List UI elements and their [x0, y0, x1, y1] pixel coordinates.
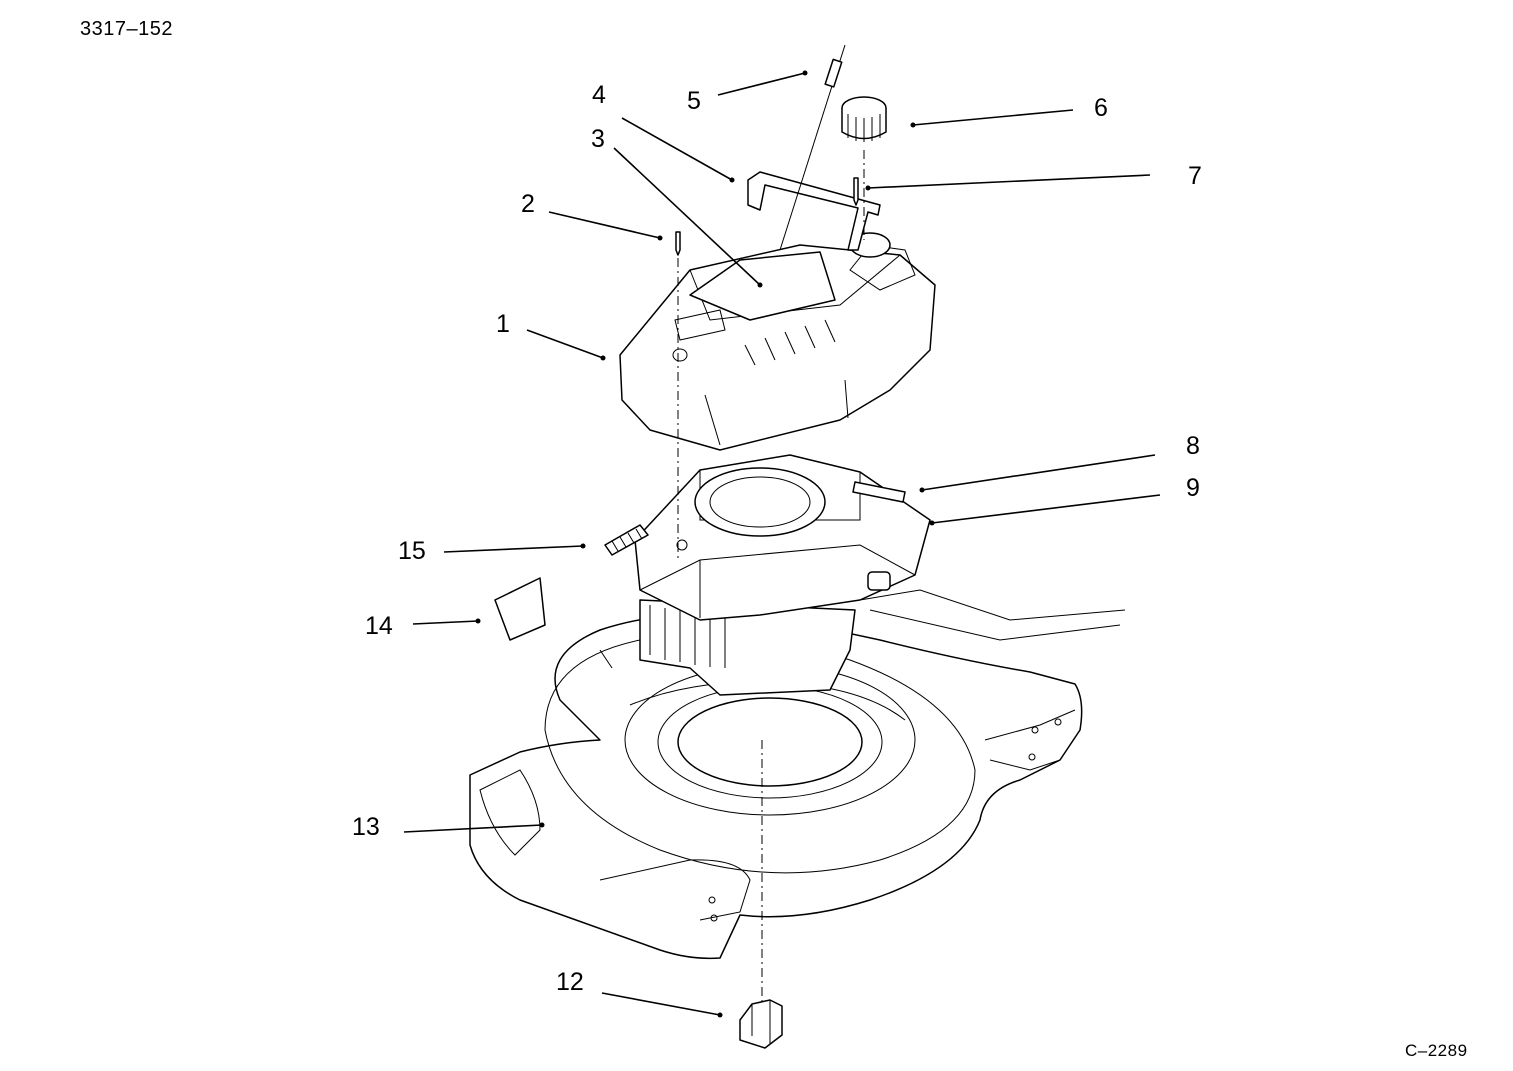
callout-3: 3: [591, 125, 605, 153]
engine-assembly: [634, 454, 1126, 696]
center-lines: [677, 150, 865, 1005]
nut-part: [739, 999, 783, 1049]
callout-5: 5: [687, 87, 701, 115]
callout-9: 9: [1186, 474, 1200, 502]
screw-part-right: [853, 177, 859, 206]
callout-2: 2: [521, 190, 535, 218]
figure-code: C–2289: [1405, 1041, 1468, 1060]
spring-part: [604, 524, 649, 556]
fuel-cap-part: [841, 96, 887, 142]
rod-part: [852, 481, 906, 503]
drawing-number: 3317–152: [80, 18, 173, 40]
callout-15: 15: [398, 537, 426, 565]
callout-14: 14: [365, 612, 393, 640]
handle-part: [747, 171, 881, 251]
callout-1: 1: [496, 310, 510, 338]
callout-7: 7: [1188, 162, 1202, 190]
mower-deck: [469, 611, 1083, 960]
wire-part: [779, 44, 846, 251]
screw-part-left: [675, 231, 681, 256]
shroud-cover: [619, 232, 936, 451]
callout-4: 4: [592, 81, 606, 109]
callout-13: 13: [352, 813, 380, 841]
leader-lines: [403, 70, 1161, 1018]
callout-12: 12: [556, 968, 584, 996]
callout-numbers: 1 2 3 4 5 6 7 8 9 12 13 14 15: [352, 81, 1202, 996]
pad-part: [494, 577, 546, 641]
callout-8: 8: [1186, 432, 1200, 460]
callout-6: 6: [1094, 94, 1108, 122]
